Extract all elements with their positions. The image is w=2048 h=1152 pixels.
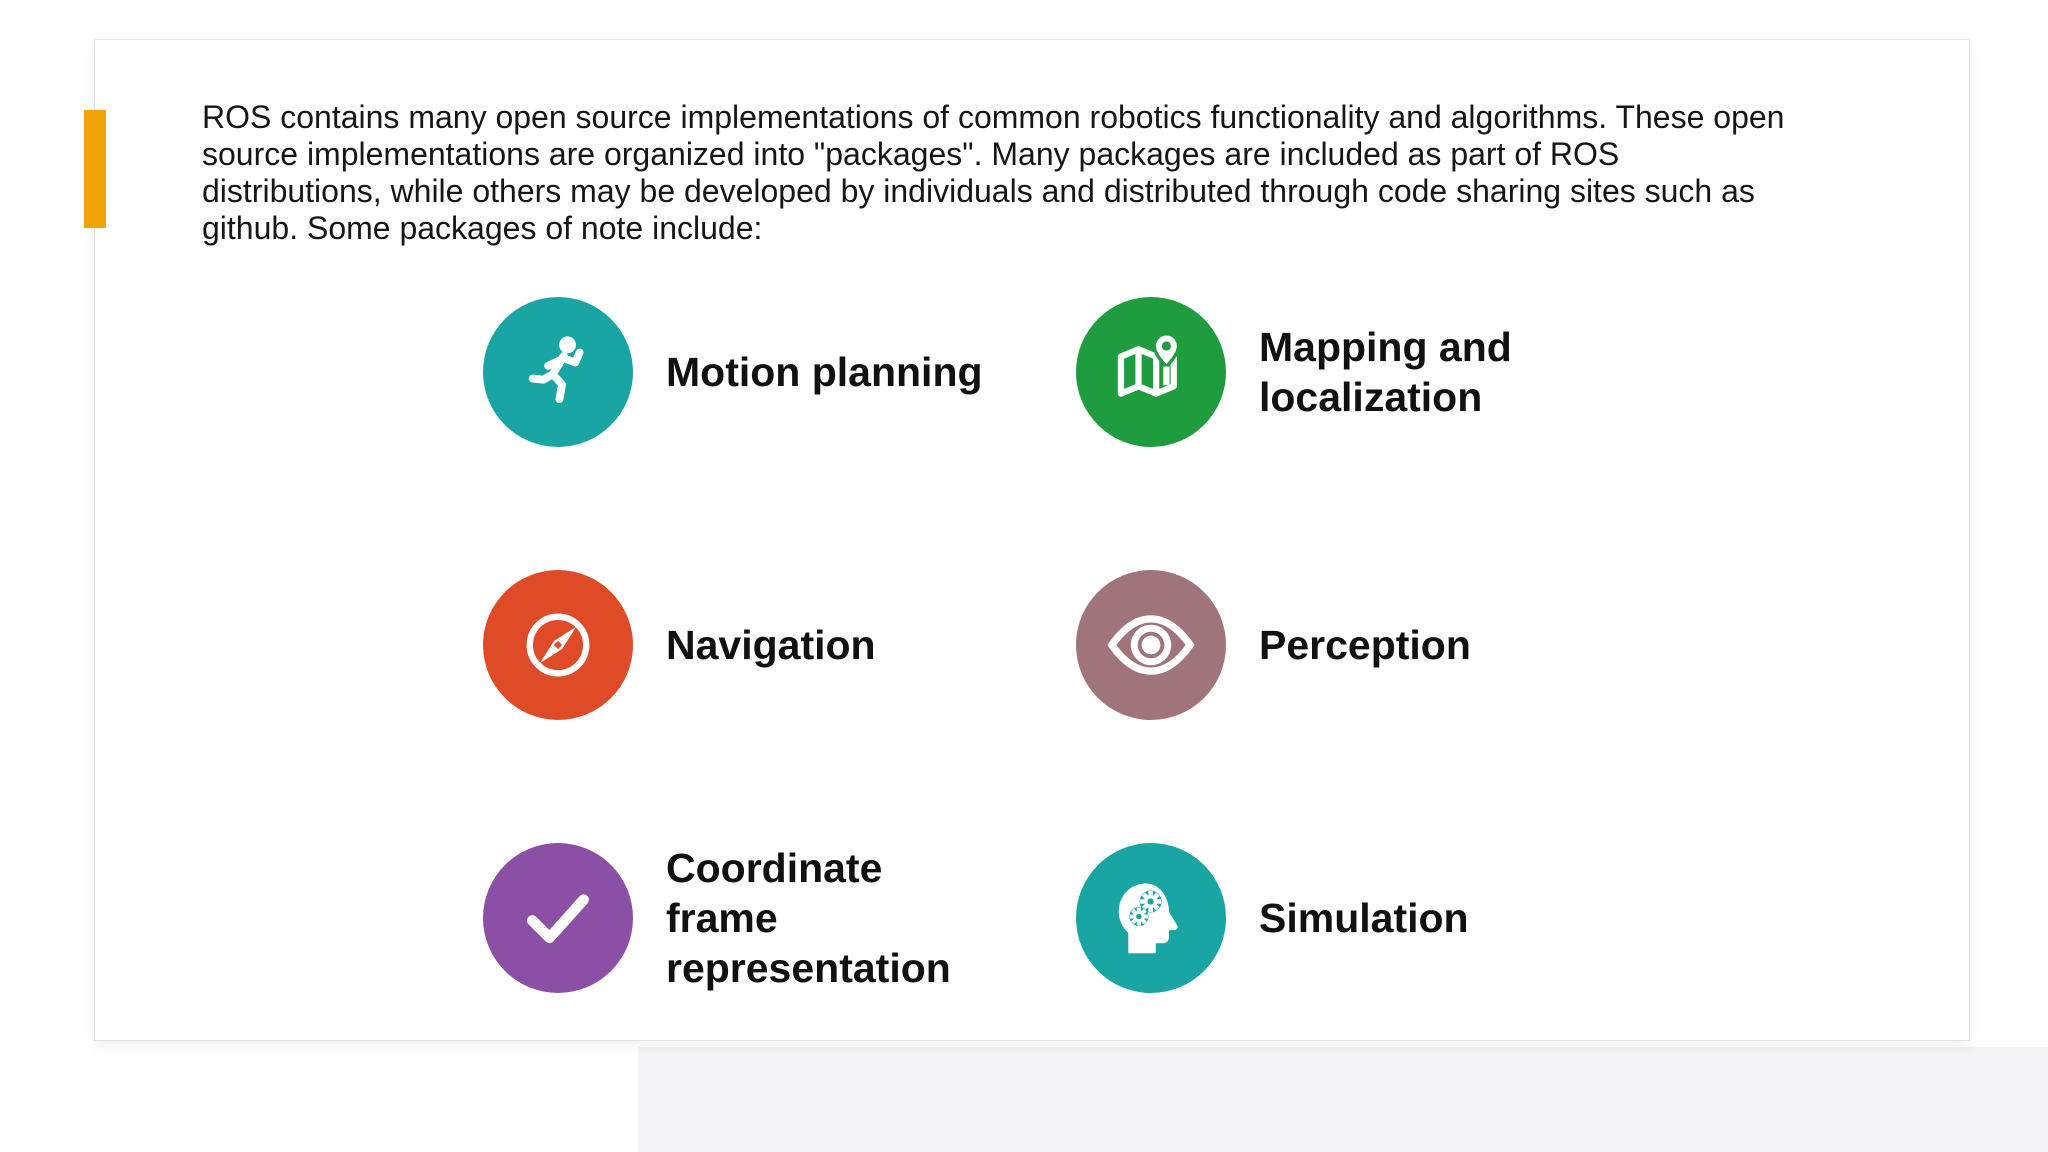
feature-label-simulation: Simulation	[1259, 895, 1469, 941]
feature-simulation: Simulation	[1076, 843, 1469, 993]
intro-paragraph: ROS contains many open source implementa…	[202, 99, 1785, 246]
map-pin-icon	[1117, 332, 1181, 397]
motion-planning-circle	[483, 297, 633, 447]
simulation-circle	[1076, 843, 1226, 993]
feature-motion-planning: Motion planning	[483, 297, 983, 447]
perception-circle	[1076, 570, 1226, 720]
feature-label-mapping-localization: Mapping and localization	[1259, 324, 1512, 420]
feature-navigation: Navigation	[483, 570, 876, 720]
runner-icon	[528, 336, 584, 404]
checkmark-icon	[527, 894, 589, 944]
feature-mapping-localization: Mapping and localization	[1076, 297, 1512, 447]
feature-label-motion-planning: Motion planning	[666, 349, 983, 395]
mapping-localization-circle	[1076, 297, 1226, 447]
feature-perception: Perception	[1076, 570, 1471, 720]
content-card	[94, 39, 1970, 1041]
feature-label-navigation: Navigation	[666, 622, 876, 668]
coordinate-frame-circle	[483, 843, 633, 993]
feature-label-perception: Perception	[1259, 622, 1471, 668]
head-gears-icon	[1118, 883, 1178, 954]
compass-icon	[526, 613, 590, 677]
navigation-circle	[483, 570, 633, 720]
accent-bar	[84, 110, 106, 228]
gear-small	[1129, 907, 1149, 927]
page-background-strip	[638, 1047, 2048, 1152]
feature-coordinate-frame: Coordinate frame representation	[483, 843, 951, 993]
gear-large	[1139, 890, 1162, 913]
eye-icon	[1107, 615, 1195, 675]
feature-label-coordinate-frame: Coordinate frame representation	[666, 845, 951, 991]
